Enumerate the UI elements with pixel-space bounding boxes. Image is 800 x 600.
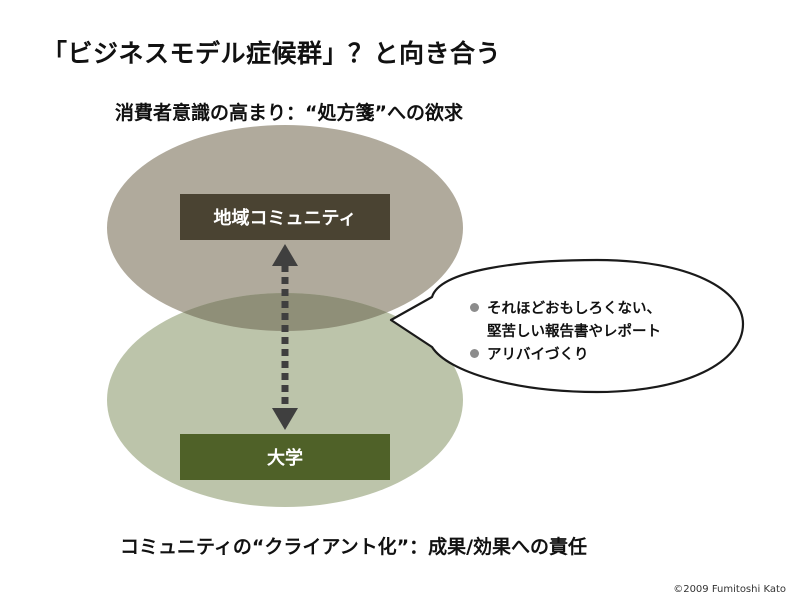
- callout-list: それほどおもしろくない、 堅苦しい報告書やレポート アリバイづくり: [470, 298, 661, 367]
- arrow-up-head: [272, 244, 298, 266]
- bullet-dot-icon: [470, 303, 479, 312]
- community-node: 地域コミュニティ: [180, 194, 390, 240]
- university-node: 大学: [180, 434, 390, 480]
- top-caption: 消費者意識の高まり：“処方箋”への欲求: [115, 102, 463, 124]
- callout-item: アリバイづくり: [470, 344, 661, 367]
- copyright-notice: ©2009 Fumitoshi Kato: [673, 584, 786, 595]
- speech-bubble: [389, 258, 745, 394]
- arrow-down-head: [272, 408, 298, 430]
- callout-item: 堅苦しい報告書やレポート: [487, 324, 661, 340]
- callout-item: それほどおもしろくない、: [470, 298, 661, 321]
- slide-title: 「ビジネスモデル症候群」？と向き合う: [42, 39, 502, 68]
- bottom-caption: コミュニティの“クライアント化”：成果/効果への責任: [120, 536, 588, 558]
- bullet-dot-icon: [470, 349, 479, 358]
